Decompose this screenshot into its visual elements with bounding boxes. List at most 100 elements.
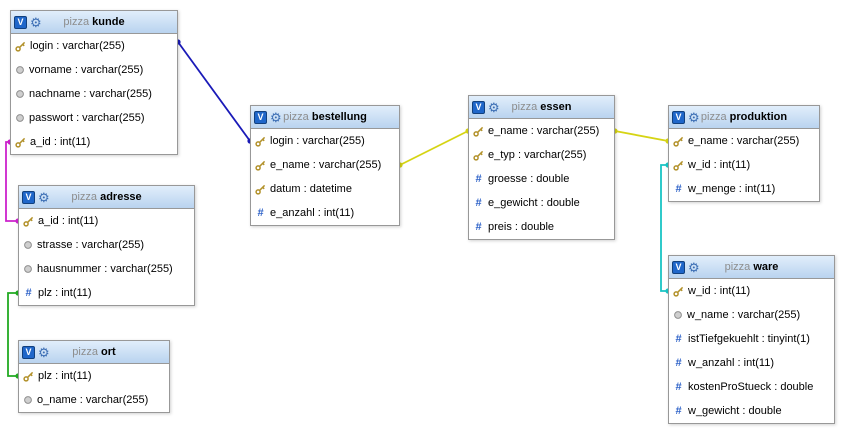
field-ware-w_gewicht[interactable]: #w_gewicht : double — [669, 399, 834, 423]
collapse-icon[interactable]: V — [472, 100, 485, 114]
field-kunde-vorname[interactable]: vorname : varchar(255) — [11, 58, 177, 82]
table-kunde: V⚙pizza kunde login : varchar(255) vorname… — [10, 10, 178, 155]
field-ort-o_name[interactable]: o_name : varchar(255) — [19, 388, 169, 412]
primary-key-icon — [673, 136, 684, 147]
table-name: ort — [101, 346, 116, 358]
collapse-icon[interactable]: V — [14, 15, 27, 29]
field-label: e_anzahl : int(11) — [270, 207, 355, 219]
table-ort: V⚙pizza ort plz : int(11) o_name : varchar… — [18, 340, 170, 413]
primary-key-icon — [255, 136, 266, 147]
field-label: login : varchar(255) — [270, 135, 365, 147]
settings-gear-icon[interactable]: ⚙ — [270, 109, 282, 125]
table-name: produktion — [729, 111, 788, 123]
table-header-ware[interactable]: V⚙pizza ware — [669, 256, 834, 279]
field-ware-w_name[interactable]: w_name : varchar(255) — [669, 303, 834, 327]
field-label: preis : double — [488, 221, 555, 233]
schema-name: pizza — [71, 191, 98, 203]
field-kunde-login[interactable]: login : varchar(255) — [11, 34, 177, 58]
numeric-column-icon: # — [257, 207, 264, 219]
collapse-icon[interactable]: V — [672, 260, 685, 274]
field-essen-e_name[interactable]: e_name : varchar(255) — [469, 119, 614, 143]
collapse-icon[interactable]: V — [22, 190, 35, 204]
field-essen-e_gewicht[interactable]: #e_gewicht : double — [469, 191, 614, 215]
table-header-adresse[interactable]: V⚙pizza adresse — [19, 186, 194, 209]
field-ware-kostenProStueck[interactable]: #kostenProStueck : double — [669, 375, 834, 399]
numeric-column-icon: # — [675, 381, 682, 393]
field-ort-plz[interactable]: plz : int(11) — [19, 364, 169, 388]
text-column-icon — [24, 396, 32, 404]
table-header-kunde[interactable]: V⚙pizza kunde — [11, 11, 177, 34]
primary-key-icon — [23, 216, 34, 227]
collapse-icon[interactable]: V — [672, 110, 685, 124]
field-essen-groesse[interactable]: #groesse : double — [469, 167, 614, 191]
primary-key-icon — [473, 126, 484, 137]
primary-key-icon — [473, 150, 484, 161]
field-label: hausnummer : varchar(255) — [37, 263, 173, 275]
field-adresse-strasse[interactable]: strasse : varchar(255) — [19, 233, 194, 257]
field-ware-istTiefgekuehlt[interactable]: # istTiefgekuehlt : tinyint(1) — [669, 327, 834, 351]
field-kunde-nachname[interactable]: nachname : varchar(255) — [11, 82, 177, 106]
collapse-icon[interactable]: V — [254, 110, 267, 124]
relation-line-adresse-ort[interactable] — [7, 292, 18, 377]
text-column-icon — [16, 114, 24, 122]
primary-key-icon — [15, 41, 26, 52]
field-label: istTiefgekuehlt : tinyint(1) — [688, 333, 810, 345]
table-header-essen[interactable]: V⚙pizza essen — [469, 96, 614, 119]
numeric-column-icon: # — [475, 173, 482, 185]
field-produktion-w_menge[interactable]: #w_menge : int(11) — [669, 177, 819, 201]
field-essen-preis[interactable]: # preis : double — [469, 215, 614, 239]
field-label: nachname : varchar(255) — [29, 88, 152, 100]
field-label: w_gewicht : double — [688, 405, 782, 417]
settings-gear-icon[interactable]: ⚙ — [688, 109, 700, 125]
field-kunde-passwort[interactable]: passwort : varchar(255) — [11, 106, 177, 130]
schema-name: pizza — [283, 111, 309, 123]
schema-name: pizza — [724, 261, 751, 273]
field-adresse-hausnummer[interactable]: hausnummer : varchar(255) — [19, 257, 194, 281]
field-label: login : varchar(255) — [30, 40, 125, 52]
primary-key-icon — [255, 160, 266, 171]
field-label: o_name : varchar(255) — [37, 394, 149, 406]
relation-line-bestellung-essen[interactable] — [399, 130, 469, 166]
field-bestellung-e_name[interactable]: e_name : varchar(255) — [251, 153, 399, 177]
numeric-column-icon: # — [675, 183, 682, 195]
field-label: w_id : int(11) — [688, 159, 751, 171]
field-label: e_gewicht : double — [488, 197, 580, 209]
table-header-bestellung[interactable]: V⚙pizza bestellung — [251, 106, 399, 129]
settings-gear-icon[interactable]: ⚙ — [38, 344, 50, 360]
field-produktion-e_name[interactable]: e_name : varchar(255) — [669, 129, 819, 153]
field-adresse-a_id[interactable]: a_id : int(11) — [19, 209, 194, 233]
field-bestellung-e_anzahl[interactable]: # e_anzahl : int(11) — [251, 201, 399, 225]
primary-key-icon — [673, 160, 684, 171]
field-produktion-w_id[interactable]: w_id : int(11) — [669, 153, 819, 177]
schema-name: pizza — [700, 111, 727, 123]
field-bestellung-login[interactable]: login : varchar(255) — [251, 129, 399, 153]
table-bestellung: V⚙pizza bestellung login : varchar(255) e_… — [250, 105, 400, 226]
field-kunde-a_id[interactable]: a_id : int(11) — [11, 130, 177, 154]
numeric-column-icon: # — [675, 357, 682, 369]
collapse-icon[interactable]: V — [22, 345, 35, 359]
field-label: strasse : varchar(255) — [37, 239, 144, 251]
relation-line-essen-produktion[interactable] — [614, 130, 669, 142]
field-essen-e_typ[interactable]: e_typ : varchar(255) — [469, 143, 614, 167]
numeric-column-icon: # — [475, 221, 482, 233]
field-ware-w_id[interactable]: w_id : int(11) — [669, 279, 834, 303]
relation-line-produktion-ware[interactable] — [660, 164, 668, 292]
numeric-column-icon: # — [675, 333, 682, 345]
text-column-icon — [16, 66, 24, 74]
field-label: plz : int(11) — [38, 370, 92, 382]
field-label: a_id : int(11) — [38, 215, 99, 227]
relation-line-kunde-bestellung[interactable] — [177, 41, 251, 142]
field-ware-w_anzahl[interactable]: #w_anzahl : int(11) — [669, 351, 834, 375]
field-bestellung-datum[interactable]: datum : datetime — [251, 177, 399, 201]
settings-gear-icon[interactable]: ⚙ — [38, 189, 50, 205]
settings-gear-icon[interactable]: ⚙ — [488, 99, 500, 115]
settings-gear-icon[interactable]: ⚙ — [30, 14, 42, 30]
table-header-ort[interactable]: V⚙pizza ort — [19, 341, 169, 364]
field-adresse-plz[interactable]: #plz : int(11) — [19, 281, 194, 305]
table-name: kunde — [92, 16, 125, 28]
table-header-produktion[interactable]: V⚙pizza produktion — [669, 106, 819, 129]
settings-gear-icon[interactable]: ⚙ — [688, 259, 700, 275]
